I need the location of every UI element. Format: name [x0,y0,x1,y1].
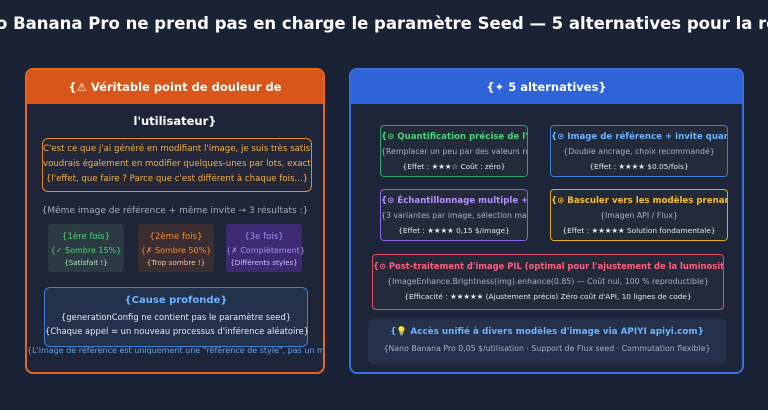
attempt-card-2: {2ème fois} {✗ Sombre 50%} {Trop sombre … [138,224,214,272]
alternatives-header: {✦ 5 alternatives} [351,70,742,104]
attempt-note: {Trop sombre !} [146,258,206,267]
alternative-card-pil-postprocessing: {⊙ Post-traitement d'image PIL (optimal … [372,254,724,310]
alternative-description: {Remplacer un peu par des valeurs numéri… [381,147,528,156]
apiyi-callout: {💡 Accès unifié à divers modèles d'image… [368,318,726,364]
alternative-card-switch-models: {⊙ Basculer vers les modèles prenant en … [550,189,728,241]
alternative-effect: {Effet : ★★★★★ Solution fondamentale} [562,226,716,235]
root-cause-title: {Cause profonde} [124,295,228,306]
attempt-label: {3e fois} [244,232,284,242]
alternative-description: {Imagen API / Flux} [600,211,678,220]
root-cause-line: {generationConfig ne contient pas le par… [60,312,292,322]
root-cause-line: {Chaque appel = un nouveau processus d'i… [45,326,310,336]
alternative-effect: {Effet : ★★★☆ Coût : zéro} [402,162,506,171]
quote-line: C'est ce que j'ai généré en modifiant l'… [43,144,311,154]
alternative-card-multi-sampling: {⊙ Échantillonnage multiple + filtrage} … [380,189,528,241]
alternative-title: {⊙ Basculer vers les modèles prenant en … [551,196,727,206]
apiyi-subtitle: {Nano Banana Pro 0,05 $/utilisation · Su… [383,344,711,353]
quote-line: {l'effet, que faire ? Parce que c'est di… [45,174,309,184]
user-quote-box: C'est ce que j'ai généré en modifiant l'… [42,138,312,192]
attempt-verdict: {✗ Sombre 50%} [140,246,212,255]
apiyi-title: {💡 Accès unifié à divers modèles d'image… [390,327,704,337]
reference-image-note: {L'image de référence est uniquement une… [27,346,325,355]
pain-point-header-label: {⚠ Véritable point de douleur de l'utili… [68,80,282,128]
attempt-verdict: {✓ Sombre 15%} [50,246,122,255]
alternative-title: {⊙ Image de référence + invite quantifié… [551,132,727,142]
alternative-title: {⊙ Quantification précise de l'invite} [381,132,528,142]
alternative-effect: {Effet : ★★★★ 0,15 $/image} [398,226,510,235]
attempt-label: {2ème fois} [149,232,203,242]
alternative-title: {⊙ Échantillonnage multiple + filtrage} [381,196,528,206]
page-title: o Banana Pro ne prend pas en charge le p… [0,14,768,33]
same-reference-caption: {Même image de référence + même invite →… [41,206,309,216]
attempt-note: {Différents styles} [230,258,298,267]
alternative-effect: {Effet : ★★★★ $0.05/fois} [589,162,689,171]
attempt-note: {Satisfait !} [64,258,108,267]
alternatives-panel: {✦ 5 alternatives} {⊙ Quantification pré… [349,68,744,374]
alternative-effect: {Efficacité : ★★★★★ (Ajustement précis) … [404,292,692,301]
attempt-label: {1ère fois} [61,232,111,242]
alternative-description: {ImageEnhance.Brightness(img).enhance(0.… [387,277,709,286]
root-cause-box: {Cause profonde} {generationConfig ne co… [44,287,310,347]
attempt-verdict: {✗ Complètement} [226,246,305,255]
quote-line: voudrais également en modifier quelques-… [43,159,311,169]
alternative-card-prompt-quantification: {⊙ Quantification précise de l'invite} {… [380,125,528,177]
pain-point-panel: {⚠ Véritable point de douleur de l'utili… [25,68,325,374]
alternatives-header-label: {✦ 5 alternatives} [486,80,607,94]
alternative-description: {Double ancrage, choix recommandé} [563,147,715,156]
alternative-card-reference-image: {⊙ Image de référence + invite quantifié… [550,125,728,177]
attempt-card-1: {1ère fois} {✓ Sombre 15%} {Satisfait !} [48,224,124,272]
alternative-description: {3 variantes par image, sélection manuel… [381,211,527,220]
pain-point-header: {⚠ Véritable point de douleur de l'utili… [27,70,323,128]
alternative-title: {⊙ Post-traitement d'image PIL (optimal … [373,261,724,271]
attempt-card-3: {3e fois} {✗ Complètement} {Différents s… [226,224,305,272]
